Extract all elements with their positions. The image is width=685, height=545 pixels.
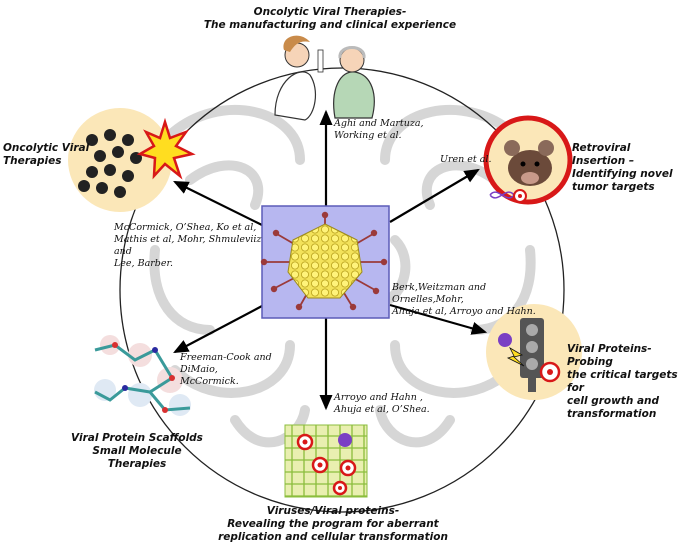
label-top: Oncolytic Viral Therapies-The manufactur…	[203, 6, 457, 31]
arrow-upper-left	[173, 181, 263, 226]
arrows	[173, 109, 488, 411]
virus-cluster-icon	[78, 117, 196, 198]
citation-top: Aghi and Martuza,Working et al.	[334, 118, 424, 141]
citation-bottom: Arroyo and Hahn ,Ahuja et al, O’Shea.	[334, 392, 430, 415]
arrow-lower-left	[173, 305, 263, 354]
citation-upper-right: Uren et al.	[440, 154, 492, 165]
adenovirus-icon	[260, 211, 388, 311]
mouse-icon	[504, 140, 554, 186]
traffic-light-icon	[498, 318, 561, 392]
label-bottom: Viruses/Viral proteins-Revealing the pro…	[218, 505, 448, 543]
outer-ring	[119, 67, 565, 513]
molecule-icon	[94, 335, 191, 416]
scientists-icon	[274, 35, 375, 121]
arrow-upper-right	[389, 168, 480, 223]
citation-lower-left: Freeman-Cook and DiMaio,McCormick.	[180, 352, 272, 387]
citation-upper-left: McCormick, O’Shea, Ko et al,Mathis et al…	[114, 222, 262, 269]
citation-lower-right: Berk,Weitzman and Ornelles,Mohr,Ahuja et…	[392, 282, 536, 317]
circuit-board-icon	[296, 433, 357, 496]
arrow-lower-right	[389, 303, 488, 335]
burst-icon	[136, 117, 196, 180]
dna-target-icon	[489, 189, 527, 203]
